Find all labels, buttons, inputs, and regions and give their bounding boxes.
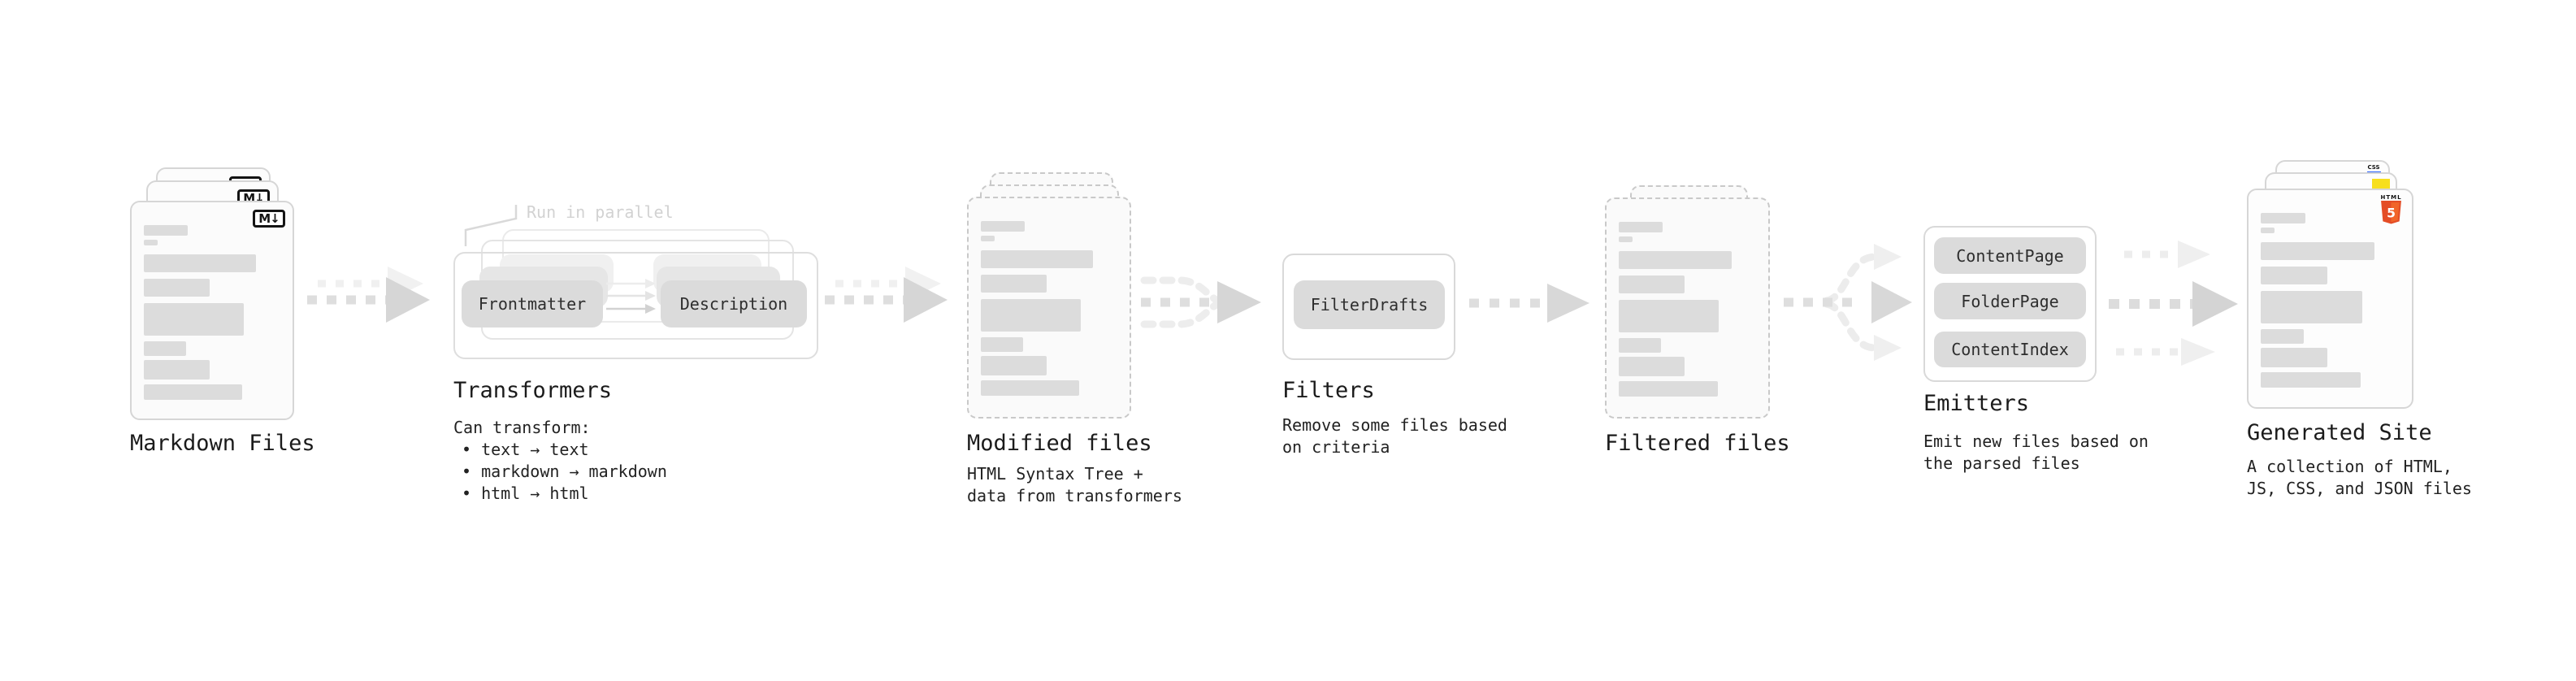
placeholder-text-line <box>144 240 158 245</box>
placeholder-text-line <box>2261 348 2328 367</box>
placeholder-text-line <box>1619 381 1718 397</box>
placeholder-text-line <box>2261 267 2328 284</box>
placeholder-text-line <box>1619 338 1662 353</box>
generated-site-card: HTML 5 <box>2247 189 2413 409</box>
placeholder-text-line <box>981 250 1093 268</box>
stage-label-markdown-files: Markdown Files <box>130 431 315 456</box>
markdown-file-card: M↓ <box>130 201 294 420</box>
placeholder-text-line <box>981 380 1079 396</box>
placeholder-text-line <box>981 337 1024 352</box>
html5-number: 5 <box>2387 206 2396 221</box>
placeholder-text-line <box>981 356 1047 375</box>
caption-line-1: Emit new files based on <box>1923 432 2149 451</box>
placeholder-text-line <box>2261 372 2361 388</box>
transformer-stack-box-front <box>453 252 818 359</box>
stage-label-filtered-files: Filtered files <box>1605 431 1790 456</box>
placeholder-text-line <box>144 384 242 400</box>
caption-line-1: A collection of HTML, <box>2247 457 2452 476</box>
html5-icon-label: HTML <box>2380 194 2402 201</box>
flow-arrows-emitters-to-generated <box>2109 241 2238 366</box>
placeholder-text-line <box>2261 228 2275 233</box>
caption-line-1: HTML Syntax Tree + <box>967 464 1143 484</box>
placeholder-text-line <box>1619 236 1633 242</box>
emitter-box-folderpage: FolderPage <box>1934 283 2086 319</box>
placeholder-text-line <box>1619 222 1663 232</box>
placeholder-text-line <box>144 303 244 336</box>
markdown-icon: M↓ <box>253 210 285 228</box>
js-icon <box>2372 179 2390 189</box>
placeholder-text-line <box>981 275 1047 293</box>
stage-label-emitters: Emitters <box>1923 391 2030 416</box>
emitters-caption: Emit new files based on the parsed files <box>1923 431 2149 475</box>
flow-arrow-filters-to-filtered <box>1469 284 1589 323</box>
filters-caption: Remove some files based on criteria <box>1282 414 1507 458</box>
placeholder-text-line <box>2261 213 2305 223</box>
caption-line-2: the parsed files <box>1923 453 2080 473</box>
placeholder-text-line <box>1619 300 1720 332</box>
caption-line-1: Remove some files based <box>1282 415 1507 435</box>
placeholder-text-line <box>144 279 210 297</box>
caption-line-2: JS, CSS, and JSON files <box>2247 479 2472 498</box>
generated-site-caption: A collection of HTML, JS, CSS, and JSON … <box>2247 456 2472 500</box>
doc-placeholder-lines <box>2261 213 2400 388</box>
split-arrow-filtered-to-emitters <box>1784 244 1912 361</box>
merge-arrow-modified-to-filters <box>1140 276 1261 328</box>
stage-label-filters: Filters <box>1282 378 1375 403</box>
run-in-parallel-annotation: Run in parallel <box>527 202 674 222</box>
doc-placeholder-lines <box>144 225 280 400</box>
placeholder-text-line <box>1619 357 1685 376</box>
doc-placeholder-lines <box>981 221 1117 396</box>
modified-files-caption: HTML Syntax Tree + data from transformer… <box>967 463 1182 507</box>
emitter-box-contentpage: ContentPage <box>1934 237 2086 274</box>
stage-label-transformers: Transformers <box>453 378 613 403</box>
caption-line-2: on criteria <box>1282 437 1390 457</box>
stage-label-generated-site: Generated Site <box>2247 420 2432 445</box>
placeholder-text-line <box>144 360 210 380</box>
flow-arrow-markdown-to-transformers <box>307 267 430 323</box>
html5-icon: HTML 5 <box>2380 194 2402 224</box>
css-icon-label: CSS <box>2367 164 2380 171</box>
doc-placeholder-lines <box>1619 222 1756 397</box>
flow-arrow-transformers-to-modified <box>825 267 948 323</box>
html5-shield: 5 <box>2381 201 2401 224</box>
transformers-bullet-1: • text → text <box>462 440 589 459</box>
placeholder-text-line <box>1619 251 1732 269</box>
placeholder-text-line <box>981 236 995 241</box>
placeholder-text-line <box>2261 291 2362 323</box>
transformers-caption-title: Can transform: <box>453 418 591 437</box>
stage-label-modified-files: Modified files <box>967 431 1152 456</box>
placeholder-text-line <box>981 221 1025 232</box>
transformers-bullet-2: • markdown → markdown <box>462 462 667 481</box>
placeholder-text-line <box>144 254 256 272</box>
filter-box-filterdrafts: FilterDrafts <box>1294 280 1445 329</box>
parallel-mini-arrows <box>606 279 656 314</box>
placeholder-text-line <box>144 341 187 356</box>
placeholder-text-line <box>2261 242 2375 260</box>
placeholder-text-line <box>144 225 188 236</box>
modified-file-card <box>967 197 1131 419</box>
placeholder-text-line <box>1619 275 1685 293</box>
placeholder-text-line <box>2261 329 2304 344</box>
transformer-box-frontmatter: Frontmatter <box>462 280 603 327</box>
placeholder-text-line <box>981 299 1081 332</box>
run-in-parallel-callout-line <box>464 205 518 246</box>
transformer-box-description: Description <box>661 280 807 327</box>
filtered-file-card <box>1605 197 1770 419</box>
caption-line-2: data from transformers <box>967 486 1182 505</box>
transformers-bullet-3: • html → html <box>462 484 589 503</box>
emitter-box-contentindex: ContentIndex <box>1934 332 2086 367</box>
